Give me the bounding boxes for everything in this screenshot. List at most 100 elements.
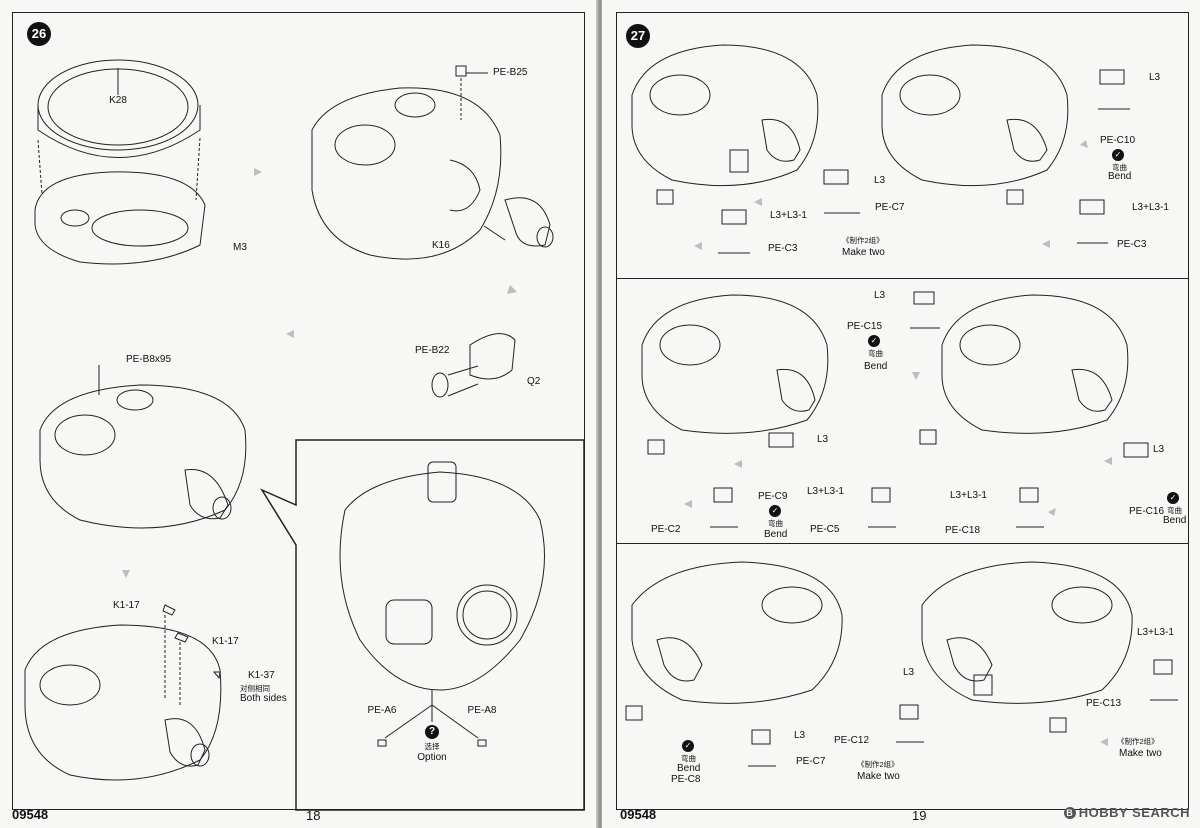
p1-label-make-two-cn: 《制作2组》 <box>842 236 884 245</box>
p3-label-pe-c8: PE-C8 <box>671 774 701 785</box>
p2-label-l3-l3-1-a: L3+L3-1 <box>807 486 844 497</box>
flow-arrow-3 <box>286 330 294 338</box>
label-both-sides-cn: 对侧相同 <box>240 684 270 693</box>
p2-label-pe-c16: PE-C16 <box>1129 506 1165 517</box>
label-k1-17-upper: K1-17 <box>113 600 140 611</box>
p3-label-l3-l3-1: L3+L3-1 <box>1137 627 1174 638</box>
step-27-drawings <box>625 44 1178 767</box>
turret-p1-right <box>881 44 1069 187</box>
flow-arrow-1 <box>254 168 262 176</box>
label-k1-17-lower: K1-17 <box>212 636 239 647</box>
flow-arrow-4 <box>122 570 130 578</box>
flow-arrow-2 <box>507 285 517 294</box>
flow-arrow-p1-a <box>754 198 762 206</box>
page-number: 18 <box>306 808 321 823</box>
book-gutter <box>596 0 604 828</box>
checkmark-circle-icon-p2c: ✓ <box>1167 492 1179 504</box>
p2-label-pe-c9: PE-C9 <box>758 491 788 502</box>
footer-product-code-right: 09548 <box>620 807 657 822</box>
p1-label-pe-c10: PE-C10 <box>1100 135 1136 146</box>
p2-label-l3-l3-1-b: L3+L3-1 <box>950 490 987 501</box>
label-k16: K16 <box>432 240 450 251</box>
label-m3: M3 <box>233 242 247 253</box>
p3-label-pe-c7: PE-C7 <box>796 756 826 767</box>
label-pe-b22: PE-B22 <box>415 345 450 356</box>
step-27-divider-1 <box>616 278 1189 279</box>
step-27-badge: 27 <box>626 24 650 48</box>
p3-label-make-two-en-a: Make two <box>857 771 900 782</box>
checkmark-circle-icon-p3: ✓ <box>682 740 694 752</box>
p2-label-pe-c5: PE-C5 <box>810 524 840 535</box>
step-26-drawings <box>24 59 585 811</box>
turret-assembly-middle <box>39 384 247 529</box>
p3-label-l3-c: L3 <box>903 667 915 678</box>
p2-label-bend-cn-b: 弯曲 <box>768 519 783 528</box>
flow-arrow-p1-d <box>1042 240 1050 248</box>
p3-label-pe-c12: PE-C12 <box>834 735 870 746</box>
turret-p2-right <box>941 294 1129 434</box>
instruction-page-19: 27 <box>602 0 1200 828</box>
turret-p3-right <box>921 561 1133 704</box>
watermark-text: HOBBY SEARCH <box>1078 805 1190 820</box>
p3-label-make-two-cn-a: 《制作2组》 <box>857 760 899 769</box>
turret-floor-plate <box>34 171 206 265</box>
label-k28: K28 <box>109 95 127 106</box>
p3-label-pe-c13: PE-C13 <box>1086 698 1122 709</box>
p1-label-pe-c3-b: PE-C3 <box>1117 239 1147 250</box>
p1-label-l3-a: L3 <box>874 175 886 186</box>
p2-label-bend-en-a: Bend <box>864 361 888 372</box>
turret-assembly-upper-right <box>311 87 502 260</box>
flow-arrow-p3-a <box>1100 738 1108 746</box>
instruction-page-18: 26 <box>0 0 598 828</box>
p2-label-bend-en-c: Bend <box>1163 515 1187 526</box>
label-pe-a8: PE-A8 <box>467 705 497 716</box>
p1-label-l3-l3-1-b: L3+L3-1 <box>1132 202 1169 213</box>
p2-label-bend-cn-a: 弯曲 <box>868 349 883 358</box>
p2-label-bend-en-b: Bend <box>764 529 788 540</box>
p1-label-pe-c7: PE-C7 <box>875 202 905 213</box>
p1-label-bend-cn: 弯曲 <box>1112 163 1127 172</box>
p1-label-bend-en: Bend <box>1108 171 1132 182</box>
label-option-en: Option <box>417 752 447 763</box>
p3-label-bend-cn: 弯曲 <box>681 754 696 763</box>
flow-arrow-p2-e <box>1048 508 1056 516</box>
label-option-cn: 选择 <box>424 742 440 751</box>
turret-underside-view <box>339 471 545 691</box>
p1-label-pe-c3-a: PE-C3 <box>768 243 798 254</box>
turret-assembly-lower-left <box>24 624 222 781</box>
p2-label-pe-c2: PE-C2 <box>651 524 681 535</box>
checkmark-circle-icon-p2b: ✓ <box>769 505 781 517</box>
label-k1-37: K1-37 <box>248 670 275 681</box>
p3-label-make-two-en-b: Make two <box>1119 748 1162 759</box>
label-pe-a6: PE-A6 <box>367 705 397 716</box>
p2-label-l3-c: L3 <box>1153 444 1165 455</box>
label-pe-b25: PE-B25 <box>493 67 528 78</box>
p2-label-pe-c18: PE-C18 <box>945 525 981 536</box>
turret-p1-left <box>631 44 819 187</box>
label-q2: Q2 <box>527 376 541 387</box>
turret-p2-left <box>641 294 829 434</box>
step-26-badge: 26 <box>27 22 51 46</box>
p2-label-l3-a: L3 <box>874 290 886 301</box>
flow-arrow-p2-c <box>684 500 692 508</box>
inset-callout-frame <box>260 439 585 811</box>
checkmark-circle-icon-p2a: ✓ <box>868 335 880 347</box>
label-pe-b8x95: PE-B8x95 <box>126 354 172 365</box>
flow-arrow-p2-b <box>734 460 742 468</box>
watermark-badge-icon: B <box>1063 807 1076 819</box>
label-both-sides-en: Both sides <box>240 693 287 704</box>
flow-arrow-p1-c <box>1080 140 1088 148</box>
p2-label-bend-cn-c: 弯曲 <box>1167 506 1182 515</box>
step-27-frame <box>616 12 1189 810</box>
step-27-divider-2 <box>616 543 1189 544</box>
p1-label-l3-b: L3 <box>1149 72 1161 83</box>
checkmark-circle-icon: ✓ <box>1112 149 1124 161</box>
p1-label-l3-l3-1-a: L3+L3-1 <box>770 210 807 221</box>
flow-arrow-p2-a <box>912 372 920 380</box>
p3-label-make-two-cn-b: 《制作2组》 <box>1117 737 1159 746</box>
p2-label-l3-b: L3 <box>817 434 829 445</box>
flow-arrow-p2-d <box>1104 457 1112 465</box>
page-number-right: 19 <box>912 808 927 823</box>
